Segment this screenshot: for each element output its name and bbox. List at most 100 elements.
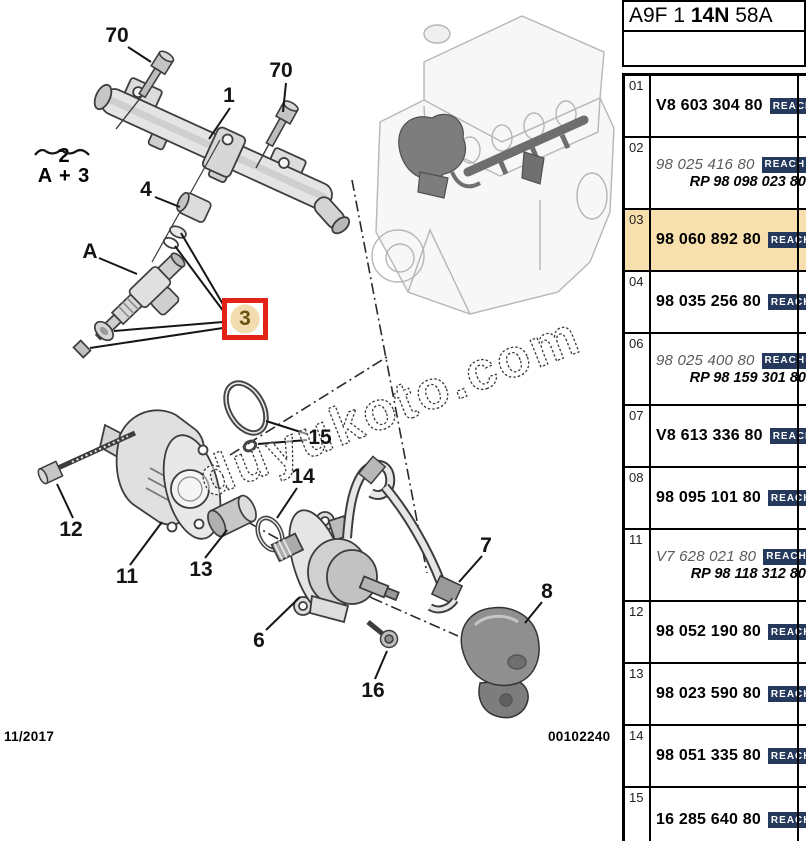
engine-highlighted-parts bbox=[398, 113, 589, 199]
reach-badge[interactable]: REACH bbox=[767, 624, 806, 640]
row-number: 06 bbox=[625, 334, 651, 404]
part-label-16: 16 bbox=[361, 679, 385, 702]
reach-badge[interactable]: REACH bbox=[761, 156, 806, 173]
part-reference: 98 095 101 80 bbox=[656, 489, 761, 506]
reach-badge[interactable]: REACH bbox=[767, 686, 806, 702]
page-code-suffix: 58A bbox=[729, 4, 773, 27]
brace-icon bbox=[34, 148, 90, 156]
fuel-rail-drawing bbox=[93, 77, 351, 235]
row-number: 03 bbox=[625, 210, 651, 270]
row-number: 07 bbox=[625, 406, 651, 466]
row-body: 16 285 640 80 REACH bbox=[651, 788, 806, 841]
parts-rows: 01 V8 603 304 80 REACH 02 98 025 416 80 REACH… bbox=[622, 73, 806, 841]
part-reference: 98 023 590 80 bbox=[656, 685, 761, 702]
replacement-reference: RP 98 118 312 80 bbox=[690, 566, 806, 582]
parts-row-13[interactable]: 13 98 023 590 80 REACH bbox=[625, 664, 806, 726]
reach-badge[interactable]: REACH bbox=[769, 98, 806, 114]
parts-row-07[interactable]: 07 V8 613 336 80 REACH bbox=[625, 406, 806, 468]
part-reference: 98 052 190 80 bbox=[656, 623, 761, 640]
reach-badge[interactable]: REACH bbox=[767, 232, 806, 248]
row-number: 11 bbox=[625, 530, 651, 600]
parts-row-01[interactable]: 01 V8 603 304 80 REACH bbox=[625, 76, 806, 138]
part-reference: V8 603 304 80 bbox=[656, 97, 763, 114]
part-label-15: 15 bbox=[308, 426, 332, 449]
part-label-6: 6 bbox=[253, 629, 265, 652]
part-label-12: 12 bbox=[59, 518, 83, 541]
row-number: 14 bbox=[625, 726, 651, 786]
row-number: 13 bbox=[625, 664, 651, 724]
part-label-14: 14 bbox=[291, 465, 315, 488]
part-reference: V8 613 336 80 bbox=[656, 427, 763, 444]
part-reference: 98 025 400 80 bbox=[656, 352, 755, 369]
parts-row-08[interactable]: 08 98 095 101 80 REACH bbox=[625, 468, 806, 530]
page-code-prefix: A9F 1 bbox=[629, 4, 691, 27]
clamp-drawing bbox=[163, 191, 212, 250]
part-reference: 98 051 335 80 bbox=[656, 747, 761, 764]
pump-bolt-drawing bbox=[366, 620, 399, 649]
part-label-11: 11 bbox=[115, 565, 139, 588]
row-body: V8 603 304 80 REACH bbox=[651, 76, 806, 136]
hp-pipe-drawing bbox=[342, 455, 464, 614]
part-label-13: 13 bbox=[189, 558, 213, 581]
parts-row-14[interactable]: 14 98 051 335 80 REACH bbox=[625, 726, 806, 788]
drawing-number: 00102240 bbox=[548, 729, 611, 744]
row-body: 98 052 190 80 REACH bbox=[651, 602, 806, 662]
injector-drawing bbox=[72, 252, 186, 359]
reach-badge[interactable]: REACH bbox=[767, 748, 806, 764]
reach-badge[interactable]: REACH bbox=[761, 352, 806, 369]
parts-row-12[interactable]: 12 98 052 190 80 REACH bbox=[625, 602, 806, 664]
row-body: 98 095 101 80 REACH bbox=[651, 468, 806, 528]
part-reference: V7 628 021 80 bbox=[656, 548, 757, 565]
empty-header-box bbox=[622, 30, 806, 67]
pump-housing-drawing bbox=[98, 409, 222, 540]
reach-badge[interactable]: REACH bbox=[767, 490, 806, 506]
part-label-1: 1 bbox=[223, 84, 235, 107]
formula-top: 2 bbox=[58, 145, 70, 167]
row-number: 12 bbox=[625, 602, 651, 662]
row-body: 98 035 256 80 REACH bbox=[651, 272, 806, 332]
part-label-4: 4 bbox=[140, 178, 152, 201]
part-reference: 98 025 416 80 bbox=[656, 156, 755, 173]
part-reference: 16 285 640 80 bbox=[656, 811, 761, 828]
part-reference: 98 035 256 80 bbox=[656, 293, 761, 310]
housing-bolt-drawing bbox=[37, 430, 137, 485]
reach-badge[interactable]: REACH bbox=[763, 548, 806, 565]
revision-date: 11/2017 bbox=[4, 729, 55, 744]
row-body: V8 613 336 80 REACH bbox=[651, 406, 806, 466]
part-label-70: 70 bbox=[269, 59, 293, 82]
part-label-7: 7 bbox=[480, 534, 492, 557]
selected-part-box[interactable]: 3 bbox=[222, 298, 268, 340]
reach-badge[interactable]: REACH bbox=[767, 294, 806, 310]
formula-bottom: A + 3 bbox=[37, 165, 91, 188]
part-reference: 98 060 892 80 bbox=[656, 231, 761, 248]
reach-badge[interactable]: REACH bbox=[767, 812, 806, 828]
reach-badge[interactable]: REACH bbox=[769, 428, 806, 444]
row-number: 01 bbox=[625, 76, 651, 136]
row-number: 02 bbox=[625, 138, 651, 208]
part-label-A: A bbox=[82, 240, 98, 263]
row-number: 15 bbox=[625, 788, 651, 841]
rail-bolt-drawings bbox=[115, 50, 299, 169]
diagram-artwork: duyukoto.com bbox=[37, 15, 615, 719]
parts-row-03[interactable]: 03 98 060 892 80 REACH bbox=[625, 210, 806, 272]
table-right-divider bbox=[797, 73, 799, 841]
row-body: 98 023 590 80 REACH bbox=[651, 664, 806, 724]
bushing-drawing bbox=[207, 494, 257, 538]
row-number: 08 bbox=[625, 468, 651, 528]
page-code: A9F 1 14N 58A bbox=[622, 0, 806, 32]
parts-row-15[interactable]: 15 16 285 640 80 REACH bbox=[625, 788, 806, 841]
replacement-reference: RP 98 098 023 80 bbox=[689, 174, 806, 190]
hp-pump-drawing bbox=[270, 509, 400, 624]
pump-cover-drawing bbox=[460, 606, 540, 719]
part-label-8: 8 bbox=[541, 580, 553, 603]
